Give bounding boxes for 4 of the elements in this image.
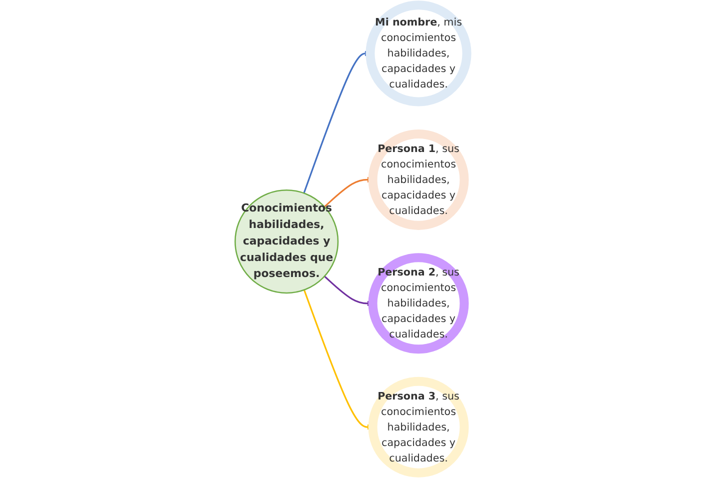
node-circle: Persona 3, sus conocimientos habilidades, capacidades y cualidades. (368, 376, 469, 478)
node-circle: Persona 1, sus conocimientos habilidades, capacidades y cualidades. (368, 129, 469, 230)
node-circle: Persona 2, sus conocimientos habilidades, capacidades y cualidades. (368, 253, 469, 354)
node-circle: Mi nombre, mis conocimientos habilidades, capacidades y cualidades. (366, 0, 472, 106)
